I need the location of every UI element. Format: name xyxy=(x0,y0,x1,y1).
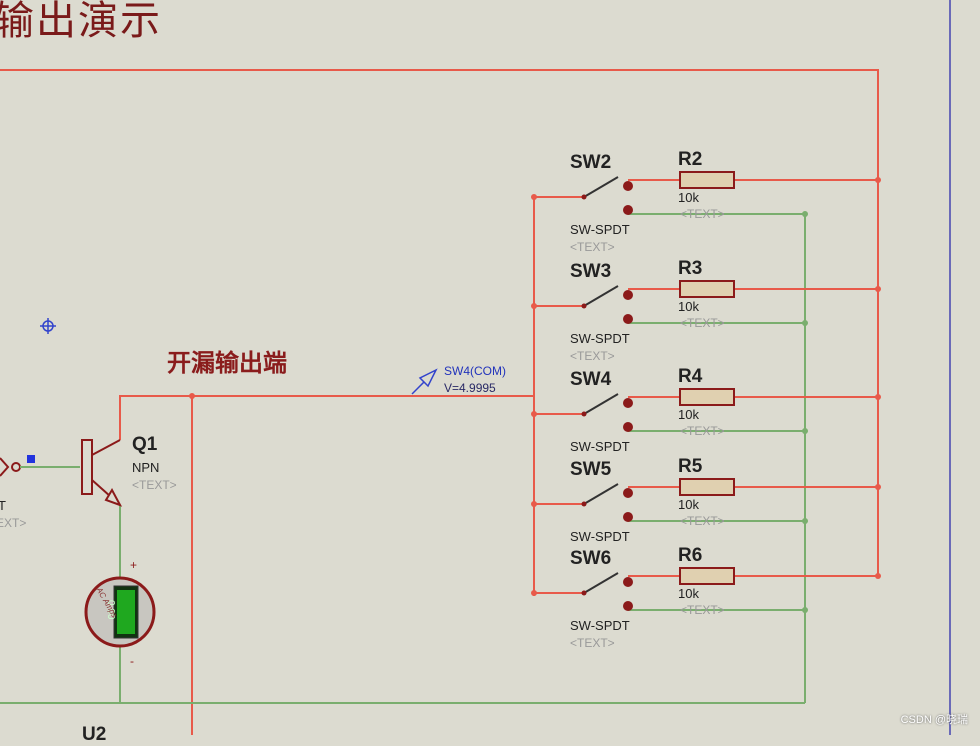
resistor-ref: R2 xyxy=(678,149,703,170)
vcc-rail-wire xyxy=(0,69,879,576)
switch-type: SW-SPDT xyxy=(570,331,630,346)
resistor-r6[interactable] xyxy=(679,567,735,585)
switch-type: SW-SPDT xyxy=(570,439,630,454)
ac-ammeter[interactable] xyxy=(84,576,156,648)
switch-type: SW-SPDT xyxy=(570,618,630,633)
switch-text: <TEXT> xyxy=(570,636,615,650)
circuit-row-3 xyxy=(531,280,881,326)
spdt-switch-sw3[interactable] xyxy=(581,285,634,324)
circuit-row-6 xyxy=(531,567,881,613)
meter-minus: - xyxy=(130,654,134,668)
junction-dot xyxy=(802,607,808,613)
switch-text: <TEXT> xyxy=(570,349,615,363)
junction-dot xyxy=(802,320,808,326)
resistor-r5[interactable] xyxy=(679,478,735,496)
resistor-r4[interactable] xyxy=(679,388,735,406)
watermark: CSDN @晓瑞 xyxy=(900,714,968,726)
junction-dot xyxy=(531,194,537,200)
resistor-r2[interactable] xyxy=(679,171,735,189)
junction-dot xyxy=(531,411,537,417)
resistor-ref: R3 xyxy=(678,258,703,279)
spdt-switch-sw5[interactable] xyxy=(581,483,634,522)
switch-text: <TEXT> xyxy=(570,240,615,254)
resistor-text: <TEXT> xyxy=(680,514,725,528)
resistor-text: <TEXT> xyxy=(680,424,725,438)
q1-text: <TEXT> xyxy=(132,478,177,492)
spdt-switch-sw4[interactable] xyxy=(581,393,634,432)
junction-dot xyxy=(531,501,537,507)
circuit-row-2 xyxy=(531,171,881,217)
resistor-value: 10k xyxy=(678,299,699,314)
resistor-ref: R4 xyxy=(678,366,703,387)
resistor-text: <TEXT> xyxy=(680,603,725,617)
junction-dot xyxy=(875,394,881,400)
spdt-switch-sw6[interactable] xyxy=(581,572,634,611)
junction-dot xyxy=(802,518,808,524)
open-drain-annotation: 开漏输出端 xyxy=(167,348,287,377)
resistor-ref: R6 xyxy=(678,545,703,566)
page-title: 输出演示 xyxy=(0,0,162,44)
junction-dot xyxy=(802,428,808,434)
probe-value: V=4.9995 xyxy=(444,381,496,395)
switch-ref: SW3 xyxy=(570,261,612,282)
junction-dot xyxy=(531,590,537,596)
junction-dot xyxy=(189,393,195,399)
switch-type: SW-SPDT xyxy=(570,222,630,237)
q1-type: NPN xyxy=(132,460,160,475)
junction-dot xyxy=(531,303,537,309)
resistor-value: 10k xyxy=(678,407,699,422)
resistor-r3[interactable] xyxy=(679,280,735,298)
circuit-row-5 xyxy=(531,478,881,524)
resistor-value: 10k xyxy=(678,497,699,512)
resistor-value: 10k xyxy=(678,586,699,601)
left-partial-label: T xyxy=(0,498,6,513)
open-drain-output-wire xyxy=(119,395,534,440)
meter-plus: + xyxy=(130,558,138,572)
pin-marker xyxy=(27,455,35,463)
q1-ref: Q1 xyxy=(132,434,158,455)
npn-transistor-q1[interactable] xyxy=(81,439,123,507)
origin-marker-icon xyxy=(40,318,56,334)
left-partial-text: EXT> xyxy=(0,516,27,530)
resistor-ref: R5 xyxy=(678,456,703,477)
junction-dot xyxy=(875,286,881,292)
spdt-switch-sw2[interactable] xyxy=(581,176,634,215)
junction-dot xyxy=(875,177,881,183)
switch-type: SW-SPDT xyxy=(570,529,630,544)
resistor-value: 10k xyxy=(678,190,699,205)
resistor-text: <TEXT> xyxy=(680,316,725,330)
voltage-probe-icon[interactable] xyxy=(411,368,438,395)
switch-ref: SW2 xyxy=(570,152,612,173)
switch-ref: SW6 xyxy=(570,548,612,569)
junction-dot xyxy=(802,211,808,217)
inverter-symbol xyxy=(0,457,80,477)
circuit-row-4 xyxy=(531,388,881,434)
junction-dot xyxy=(875,484,881,490)
u2-ref: U2 xyxy=(82,724,107,745)
junction-dot xyxy=(875,573,881,579)
switch-ref: SW5 xyxy=(570,459,612,480)
switch-ref: SW4 xyxy=(570,369,612,390)
probe-name: SW4(COM) xyxy=(444,364,506,378)
resistor-text: <TEXT> xyxy=(680,207,725,221)
